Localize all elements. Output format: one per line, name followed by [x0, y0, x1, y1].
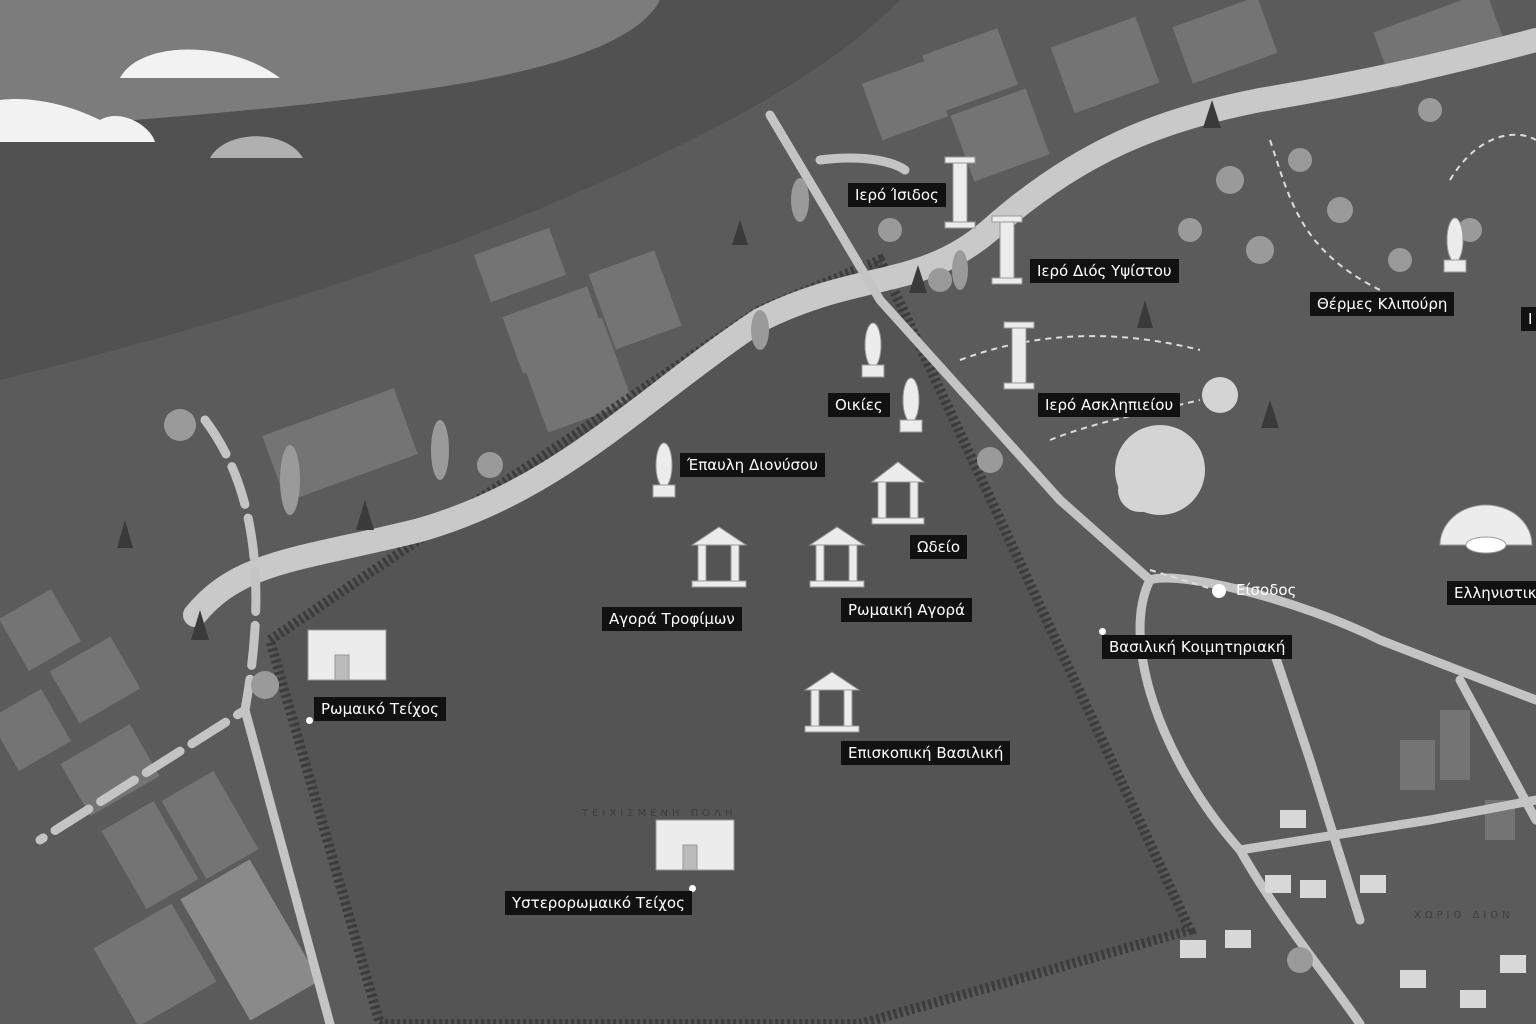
cloud — [210, 136, 303, 158]
cloud — [120, 49, 280, 78]
site-label-roman-wall[interactable]: Ρωμαικό Τείχος — [314, 697, 446, 721]
area-label-walled-city: ΤΕΙΧΙΣΜΕΝΗ ΠΟΛΗ — [582, 808, 737, 819]
site-label-hellenistic-theater[interactable]: Ελληνιστικ — [1447, 581, 1536, 605]
site-label-asklepieion[interactable]: Ιερό Ασκληπιείου — [1038, 393, 1181, 417]
statue-icon — [1443, 217, 1467, 273]
statue-icon — [861, 322, 885, 378]
site-label-truncated[interactable]: Ι — [1521, 307, 1536, 331]
site-label-isis[interactable]: Ιερό Ίσιδος — [848, 183, 946, 207]
entrance-dot-icon[interactable] — [1212, 584, 1226, 598]
entrance-label[interactable]: Είσοδος — [1236, 581, 1297, 599]
statue-icon — [899, 377, 923, 433]
site-label-cemetery-basilica[interactable]: Βασιλική Κοιμητηριακή — [1102, 635, 1293, 659]
marker-dot-icon — [1099, 628, 1106, 635]
trees — [164, 98, 1482, 973]
temple-icon — [808, 526, 866, 588]
pine-trees — [117, 100, 1279, 640]
sky-area — [0, 0, 660, 130]
sea-area — [0, 0, 900, 380]
statue-icon — [652, 442, 676, 498]
marker-dot-icon — [306, 717, 313, 724]
column-icon — [1003, 321, 1035, 390]
area-label-village: ΧΩΡΙΟ ΔΙΟΝ — [1414, 910, 1514, 921]
column-icon — [991, 215, 1023, 285]
walled-city — [264, 253, 1197, 1024]
site-label-houses[interactable]: Οικίες — [828, 393, 890, 417]
site-label-villa-dionysus[interactable]: Έπαυλη Διονύσου — [680, 453, 825, 477]
site-label-baths[interactable]: Θέρμες Κλιπούρη — [1310, 292, 1455, 316]
site-label-roman-agora[interactable]: Ρωμαική Αγορά — [841, 598, 972, 622]
cloud — [0, 99, 155, 142]
village-houses — [1180, 810, 1526, 1008]
wall-icon — [655, 819, 735, 871]
site-label-odeion[interactable]: Ωδείο — [910, 535, 968, 559]
temple-icon — [870, 461, 926, 525]
site-label-episcopal-basilica[interactable]: Επισκοπική Βασιλική — [841, 741, 1011, 765]
site-label-late-roman-wall[interactable]: Υστερορωμαικό Τείχος — [505, 891, 692, 915]
wall-icon — [307, 629, 387, 681]
roads — [35, 110, 1536, 1024]
site-label-food-market[interactable]: Αγορά Τροφίμων — [602, 607, 742, 631]
column-icon — [944, 156, 976, 229]
site-label-zeus-hypsistos[interactable]: Ιερό Διός Υψίστου — [1030, 259, 1179, 283]
theater-icon — [1439, 504, 1533, 554]
temple-icon — [803, 671, 861, 733]
temple-icon — [690, 526, 748, 588]
marker-dot-icon — [689, 885, 696, 892]
